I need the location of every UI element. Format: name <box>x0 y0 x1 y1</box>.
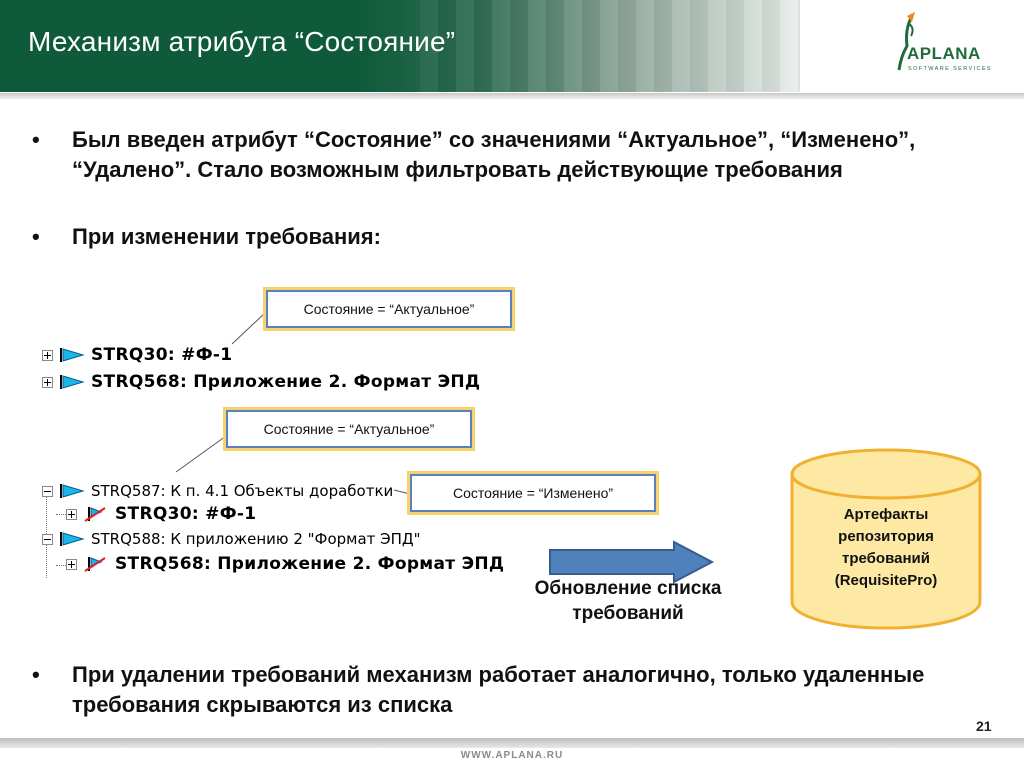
expand-toggle-icon[interactable] <box>66 508 77 520</box>
tree-row-label: STRQ568: Приложение 2. Формат ЭПД <box>115 554 505 574</box>
tree-row[interactable]: STRQ568: Приложение 2. Формат ЭПД <box>66 553 504 575</box>
modified-requirement-icon <box>84 557 106 572</box>
repository-line: требований <box>842 550 930 567</box>
logo-sub-text: SOFTWARE SERVICES <box>908 66 993 72</box>
slide-title: Механизм атрибута “Состояние” <box>28 26 456 57</box>
collapse-toggle-icon[interactable] <box>42 485 53 497</box>
repository-line: репозитория <box>838 528 934 545</box>
slide-header: Механизм атрибута “Состояние” APLANA SOF… <box>0 0 1024 99</box>
bullet-marker: • <box>32 127 40 152</box>
tree-row-label: STRQ587: К п. 4.1 Объекты доработки <box>91 482 394 500</box>
bullet-item-3: • При удалении требований механизм работ… <box>32 660 1024 720</box>
repository-label: Артефакты репозитория требований (Requis… <box>788 504 984 592</box>
repository-line: Артефакты <box>843 506 929 523</box>
tree-guide-line <box>56 565 66 566</box>
bullet-item-1: • Был введен атрибут “Состояние” со знач… <box>32 125 1022 185</box>
logo-brand-text: APLANA <box>907 44 981 63</box>
footer-url[interactable]: WWW.APLANA.RU <box>460 750 564 761</box>
requirement-flag-icon <box>60 375 85 389</box>
header-texture <box>420 0 800 92</box>
aplana-logo: APLANA SOFTWARE SERVICES <box>885 10 1005 80</box>
tree-row[interactable]: STRQ30: #Ф-1 <box>66 503 256 525</box>
arrow-caption: Обновление списка требований <box>534 578 722 624</box>
bullet-text: При изменении требования: <box>72 224 381 249</box>
state-callout-1: Состояние = “Актуальное” <box>266 290 512 328</box>
expand-toggle-icon[interactable] <box>42 349 53 361</box>
tree-row[interactable]: STRQ568: Приложение 2. Формат ЭПД <box>42 371 480 393</box>
aplana-logo-mark-icon <box>897 12 915 71</box>
tree-row-label: STRQ30: #Ф-1 <box>115 504 257 524</box>
bullet-marker: • <box>32 662 40 687</box>
footer-divider <box>0 738 1024 748</box>
tree-row[interactable]: STRQ588: К приложению 2 "Формат ЭПД" <box>42 528 421 550</box>
expand-toggle-icon[interactable] <box>42 376 53 388</box>
requirement-flag-icon <box>60 532 85 546</box>
state-callout-3: Состояние = “Изменено” <box>410 474 656 512</box>
header-band <box>0 0 800 92</box>
repository-line: (RequisitePro) <box>834 572 938 589</box>
right-arrow-icon <box>549 540 715 584</box>
repository-cylinder-icon <box>790 448 982 630</box>
bullet-item-2: • При изменении требования: <box>32 222 1022 252</box>
bullet-marker: • <box>32 224 40 249</box>
tree-row-label: STRQ568: Приложение 2. Формат ЭПД <box>91 372 481 392</box>
page-number: 21 <box>976 718 992 734</box>
modified-requirement-icon <box>84 507 106 522</box>
state-callout-2: Состояние = “Актуальное” <box>226 410 472 448</box>
tree-row-label: STRQ588: К приложению 2 "Формат ЭПД" <box>91 530 421 548</box>
collapse-toggle-icon[interactable] <box>42 533 53 545</box>
requirement-flag-icon <box>60 484 85 498</box>
tree-row[interactable]: STRQ30: #Ф-1 <box>42 344 232 366</box>
expand-toggle-icon[interactable] <box>66 558 77 570</box>
tree-row-label: STRQ30: #Ф-1 <box>91 345 233 365</box>
requirement-flag-icon <box>60 348 85 362</box>
tree-guide-line <box>56 514 66 515</box>
tree-row[interactable]: STRQ587: К п. 4.1 Объекты доработки <box>42 480 393 502</box>
header-divider <box>0 93 1024 99</box>
bullet-text: При удалении требований механизм работае… <box>72 662 925 717</box>
bullet-text: Был введен атрибут “Состояние” со значен… <box>72 127 916 182</box>
